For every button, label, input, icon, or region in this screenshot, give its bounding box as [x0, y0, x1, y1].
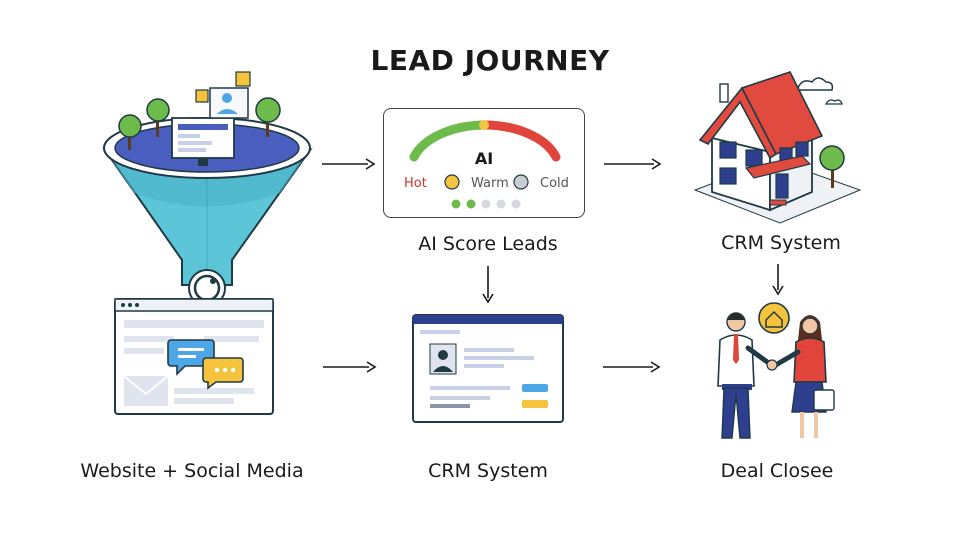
- photo-card-icon: [195, 71, 251, 119]
- ai-score-card: AI Hot Warm Cold: [383, 108, 585, 218]
- crm-window: [412, 314, 564, 423]
- arrow-down-icon: [482, 266, 494, 304]
- label-crm-system-bottom: CRM System: [428, 460, 548, 482]
- website-window: [114, 298, 274, 415]
- diagram-title: LEAD JOURNEY: [370, 44, 610, 77]
- businessman-icon: [717, 312, 773, 439]
- label-website-social: Website + Social Media: [80, 460, 304, 482]
- label-ai-score-leads: AI Score Leads: [418, 233, 558, 255]
- level-warm: Warm: [471, 176, 509, 191]
- level-hot: Hot: [404, 176, 427, 191]
- businesswoman-icon: [771, 315, 835, 438]
- funnel-illustration: [102, 71, 313, 307]
- arrow-down-icon: [772, 264, 784, 296]
- home-bubble-icon: [758, 302, 790, 334]
- level-cold: Cold: [540, 176, 569, 191]
- arrow-icon: [603, 361, 661, 373]
- arrow-icon: [322, 158, 376, 170]
- arrow-icon: [604, 158, 662, 170]
- label-crm-system-top: CRM System: [721, 232, 841, 254]
- cloud-icon: [797, 77, 843, 105]
- label-deal-closed: Deal Closee: [720, 460, 834, 482]
- computer-icon: [171, 117, 235, 166]
- tree-icon: [118, 114, 142, 150]
- arrow-icon: [323, 361, 377, 373]
- score-gauge-icon: [409, 120, 561, 209]
- house-illustration: [693, 71, 862, 224]
- chat-bubble-icon: [202, 357, 244, 390]
- tree-icon: [255, 97, 281, 137]
- tree-icon: [819, 145, 845, 188]
- gauge-label: AI: [474, 149, 494, 168]
- tree-icon: [146, 98, 170, 137]
- deal-illustration: [717, 302, 835, 439]
